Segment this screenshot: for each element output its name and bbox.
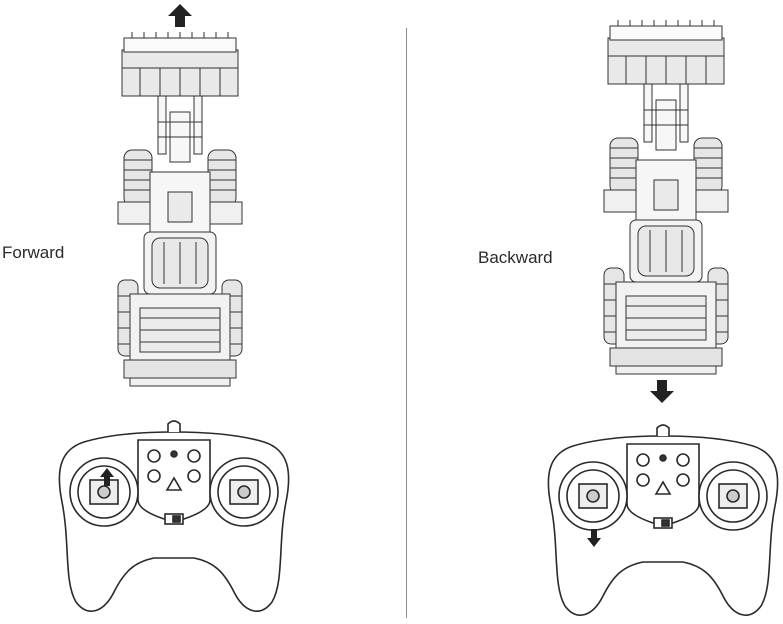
remote-controller-forward — [58, 420, 290, 612]
stick-arrow-up-icon — [100, 468, 114, 486]
loader-vehicle-forward — [117, 31, 243, 387]
loader-vehicle-backward — [603, 19, 729, 375]
stick-arrow-down-icon — [587, 529, 601, 547]
arrow-up-icon — [168, 4, 192, 27]
remote-controller-backward — [547, 424, 779, 616]
panel-divider — [406, 28, 407, 618]
backward-label: Backward — [478, 248, 553, 267]
arrow-down-icon — [650, 380, 674, 403]
forward-label: Forward — [2, 243, 65, 262]
